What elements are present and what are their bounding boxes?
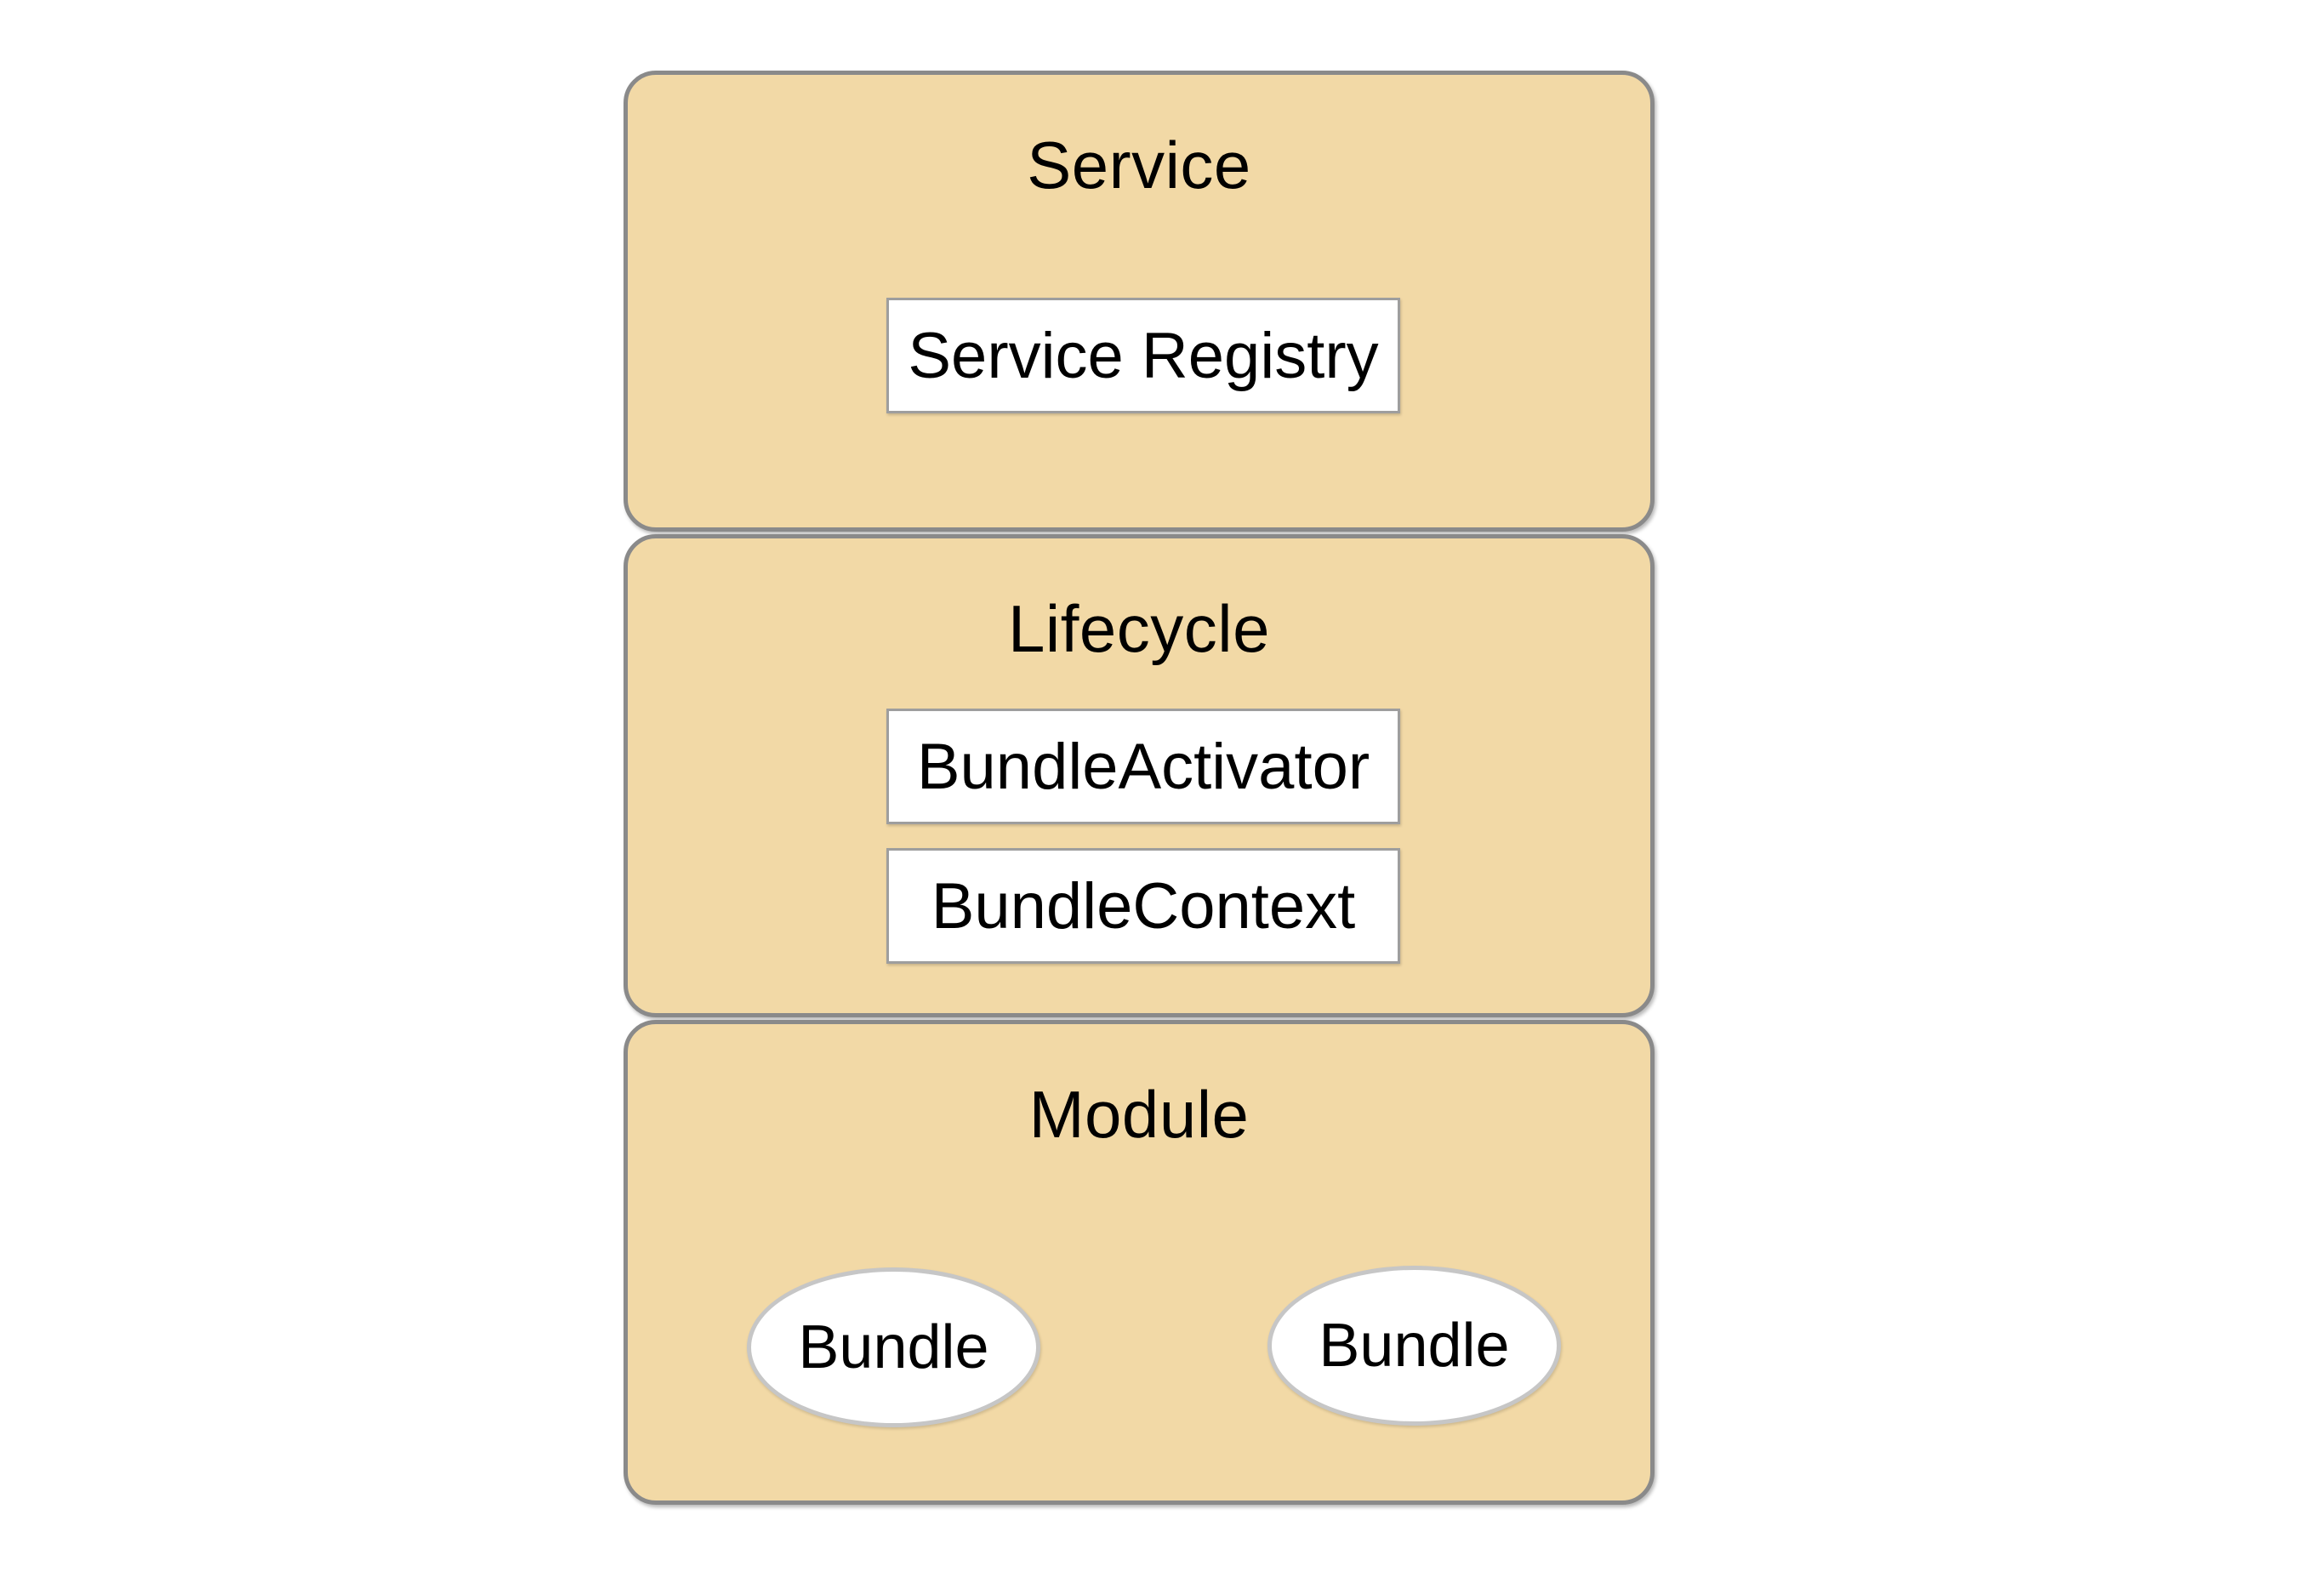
layer-module: Module Bundle Bundle — [624, 1020, 1655, 1505]
node-bundle-context: BundleContext — [886, 848, 1400, 964]
layer-service: Service Service Registry — [624, 71, 1655, 532]
node-bundle-activator-label: BundleActivator — [916, 730, 1370, 803]
layer-stack: Service Service Registry Lifecycle Bundl… — [624, 71, 1655, 1505]
node-bundle-activator: BundleActivator — [886, 709, 1400, 824]
node-bundle-right: Bundle — [1267, 1266, 1561, 1426]
node-bundle-right-label: Bundle — [1319, 1312, 1510, 1380]
node-bundle-context-label: BundleContext — [931, 869, 1356, 942]
node-bundle-left-label: Bundle — [798, 1313, 989, 1381]
node-service-registry: Service Registry — [886, 298, 1400, 413]
node-service-registry-label: Service Registry — [908, 319, 1379, 392]
layer-service-title: Service — [1027, 128, 1251, 202]
layer-lifecycle: Lifecycle BundleActivator BundleContext — [624, 534, 1655, 1017]
layer-lifecycle-title: Lifecycle — [1008, 591, 1270, 666]
layer-module-title: Module — [1028, 1077, 1250, 1152]
node-bundle-left: Bundle — [747, 1267, 1040, 1427]
